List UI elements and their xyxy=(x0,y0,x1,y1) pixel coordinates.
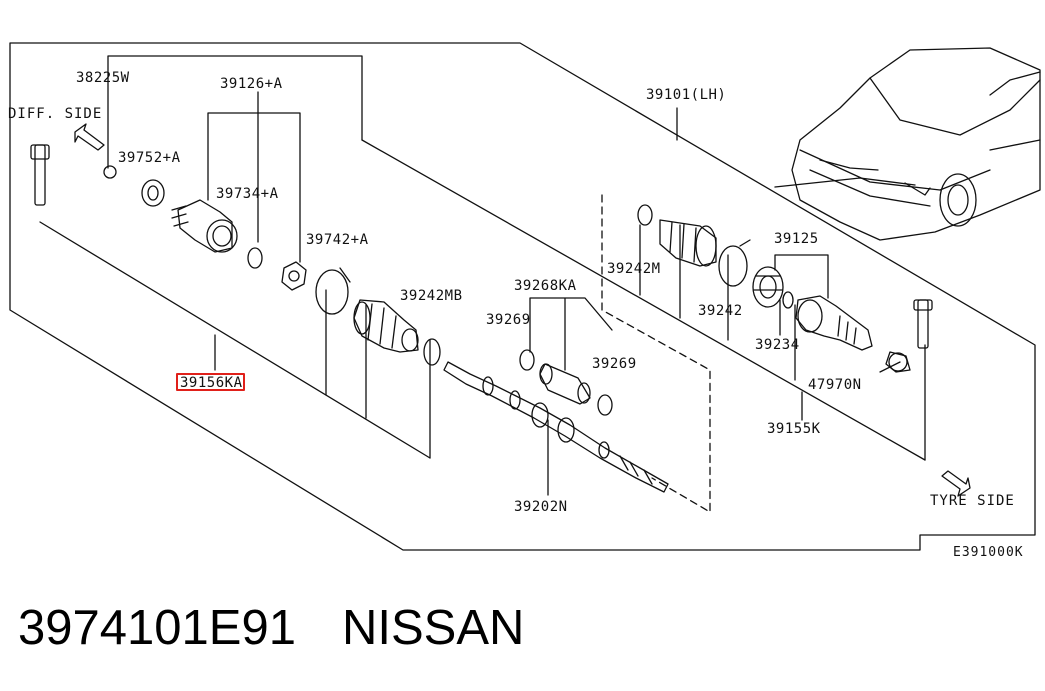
label-39242: 39242 xyxy=(698,303,743,319)
label-39734a: 39734+A xyxy=(216,186,279,202)
label-39125: 39125 xyxy=(774,231,819,247)
band-39242-large xyxy=(718,245,748,287)
dynamic-damper xyxy=(539,363,591,405)
tyre-side-arrow-icon xyxy=(941,470,971,497)
leader-39234 xyxy=(779,299,796,381)
label-39155k: 39155K xyxy=(767,421,821,437)
footer-caption: 3974101E91 NISSAN xyxy=(18,596,524,660)
dashed-box xyxy=(601,194,711,513)
label-39269-lower: 39269 xyxy=(592,356,637,372)
label-39234: 39234 xyxy=(755,337,800,353)
label-39242m: 39242M xyxy=(607,261,661,277)
band-39242m-small xyxy=(637,204,653,226)
spider-assembly xyxy=(281,261,307,291)
leader-39101 xyxy=(361,107,926,461)
label-39268ka: 39268KA xyxy=(514,278,577,294)
label-39242mb: 39242MB xyxy=(400,288,463,304)
outer-boot xyxy=(659,219,717,267)
label-39101lh: 39101(LH) xyxy=(646,87,726,103)
label-39752a: 39752+A xyxy=(118,150,181,166)
part-number: 3974101E91 xyxy=(18,601,296,655)
vehicle-illustration xyxy=(774,47,1041,241)
band-39269-left xyxy=(519,349,535,371)
label-47970n: 47970N xyxy=(808,377,862,393)
label-39269-upper: 39269 xyxy=(486,312,531,328)
circlip-38225w xyxy=(103,165,117,179)
boot-band-small xyxy=(423,338,441,366)
right-pin xyxy=(917,299,929,349)
seal-47970n xyxy=(885,351,911,373)
outer-joint-inner-race xyxy=(752,266,784,308)
outer-joint-housing xyxy=(795,295,873,351)
brand-name: NISSAN xyxy=(341,601,525,655)
inner-boot xyxy=(353,299,419,353)
label-39742a: 39742+A xyxy=(306,232,369,248)
tyre-side-label: TYRE SIDE xyxy=(930,493,1015,509)
reference-code: E391000K xyxy=(953,545,1024,560)
band-39269-right xyxy=(597,394,613,416)
left-pin xyxy=(34,144,46,206)
leader-39126a xyxy=(207,91,301,263)
label-39202n: 39202N xyxy=(514,499,568,515)
leader-38225w xyxy=(107,55,363,169)
label-39156ka: 39156KA xyxy=(180,375,243,391)
leader-39242m xyxy=(639,224,729,341)
circlip-39234 xyxy=(782,291,794,309)
diff-side-arrow-icon xyxy=(74,123,105,151)
label-39126a: 39126+A xyxy=(220,76,283,92)
leader-39268ka xyxy=(529,297,613,371)
drive-shaft xyxy=(443,361,669,493)
diagram-border xyxy=(9,42,1036,551)
leader-diff-main xyxy=(39,221,431,459)
boot-band-large xyxy=(315,269,349,315)
seal-39752a xyxy=(141,179,165,207)
label-38225w: 38225W xyxy=(76,70,130,86)
inner-joint-housing xyxy=(171,199,238,253)
snap-ring-39734a xyxy=(247,247,263,269)
leader-39125 xyxy=(774,254,829,299)
highlight-39156ka xyxy=(176,373,245,391)
leader-39156ka xyxy=(214,289,431,459)
diff-side-label: DIFF. SIDE xyxy=(8,106,102,122)
